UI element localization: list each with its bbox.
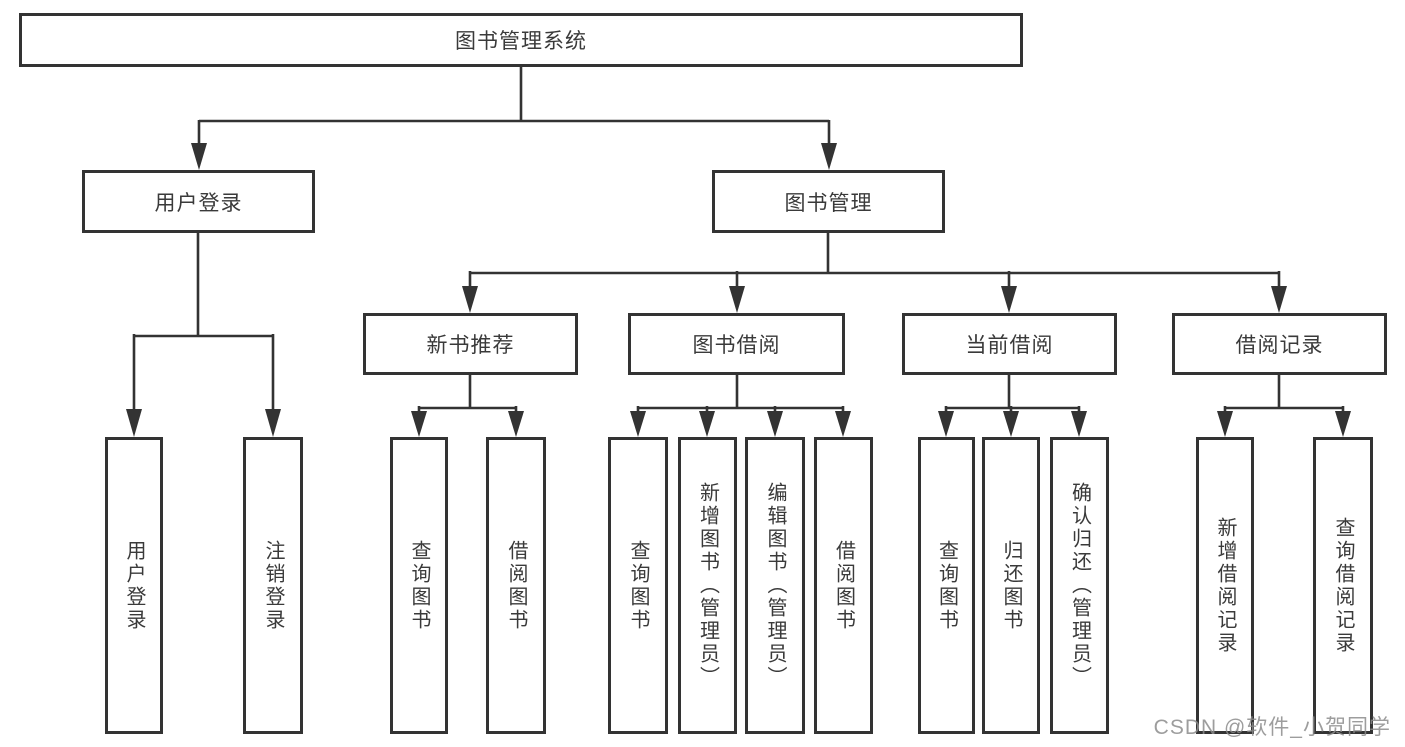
leaf-user-login: 用户登录 bbox=[105, 437, 163, 734]
arrow-icon bbox=[191, 143, 207, 170]
node-borrow-records-label: 借阅记录 bbox=[1235, 334, 1324, 357]
arrow-icon bbox=[729, 286, 745, 313]
leaf-query-books-1: 查询图书 bbox=[390, 437, 448, 734]
node-book-borrow: 图书借阅 bbox=[628, 313, 845, 375]
arrow-icon bbox=[411, 411, 427, 437]
leaf-label: 编辑图书（管理员） bbox=[764, 482, 786, 689]
leaf-edit-books-admin: 编辑图书（管理员） bbox=[745, 437, 805, 734]
node-new-book-recommend-label: 新书推荐 bbox=[426, 334, 515, 357]
arrow-icon bbox=[126, 409, 142, 437]
node-book-management-label: 图书管理 bbox=[784, 191, 873, 215]
leaf-query-books-2: 查询图书 bbox=[608, 437, 668, 734]
node-root: 图书管理系统 bbox=[19, 13, 1023, 67]
leaf-label: 新增借阅记录 bbox=[1214, 516, 1236, 655]
node-current-borrow: 当前借阅 bbox=[902, 313, 1117, 375]
connector-current-borrow bbox=[944, 375, 1081, 415]
arrow-icon bbox=[821, 143, 837, 170]
arrow-icon bbox=[1003, 411, 1019, 437]
arrow-icon bbox=[699, 411, 715, 437]
leaf-label: 查询图书 bbox=[408, 539, 430, 632]
arrow-icon bbox=[462, 286, 478, 313]
leaf-return-books: 归还图书 bbox=[982, 437, 1040, 734]
leaf-borrow-books-2: 借阅图书 bbox=[814, 437, 873, 734]
node-user-login: 用户登录 bbox=[82, 170, 315, 233]
leaf-label: 确认归还（管理员） bbox=[1068, 482, 1091, 689]
connector-book-management bbox=[468, 233, 1281, 290]
leaf-label: 借阅图书 bbox=[505, 539, 527, 632]
node-current-borrow-label: 当前借阅 bbox=[965, 334, 1054, 357]
arrow-icon bbox=[938, 411, 954, 437]
leaf-query-books-3: 查询图书 bbox=[918, 437, 975, 734]
arrow-icon bbox=[767, 411, 783, 437]
node-book-borrow-label: 图书借阅 bbox=[692, 334, 781, 357]
connector-book-borrow bbox=[636, 375, 845, 415]
leaf-logout: 注销登录 bbox=[243, 437, 303, 734]
leaf-label: 查询图书 bbox=[627, 539, 649, 632]
watermark: CSDN @软件_小贺同学 bbox=[1153, 716, 1391, 739]
leaf-label: 注销登录 bbox=[262, 539, 284, 632]
connector-root bbox=[197, 67, 831, 147]
leaf-label: 查询图书 bbox=[935, 539, 958, 632]
leaf-add-borrow-record: 新增借阅记录 bbox=[1196, 437, 1254, 734]
arrow-icon bbox=[1001, 286, 1017, 313]
node-borrow-records: 借阅记录 bbox=[1172, 313, 1387, 375]
leaf-label: 查询借阅记录 bbox=[1332, 516, 1354, 655]
connector-borrow-records bbox=[1223, 375, 1345, 415]
arrow-icon bbox=[265, 409, 281, 437]
arrow-icon bbox=[630, 411, 646, 437]
arrow-icon bbox=[1271, 286, 1287, 313]
arrow-icon bbox=[1335, 411, 1351, 437]
leaf-borrow-books-1: 借阅图书 bbox=[486, 437, 546, 734]
connector-new-book-recommend bbox=[417, 375, 518, 415]
connector-user-login bbox=[132, 233, 275, 413]
node-new-book-recommend: 新书推荐 bbox=[363, 313, 578, 375]
leaf-query-borrow-record: 查询借阅记录 bbox=[1313, 437, 1373, 734]
arrow-icon bbox=[1217, 411, 1233, 437]
leaf-confirm-return-admin: 确认归还（管理员） bbox=[1050, 437, 1109, 734]
node-user-login-label: 用户登录 bbox=[154, 191, 243, 215]
leaf-label: 借阅图书 bbox=[832, 539, 855, 632]
arrow-icon bbox=[1071, 411, 1087, 437]
leaf-add-books-admin: 新增图书（管理员） bbox=[678, 437, 737, 734]
leaf-label: 归还图书 bbox=[1000, 539, 1022, 632]
node-book-management: 图书管理 bbox=[712, 170, 945, 233]
arrow-icon bbox=[508, 411, 524, 437]
leaf-label: 用户登录 bbox=[123, 539, 145, 632]
leaf-label: 新增图书（管理员） bbox=[696, 482, 719, 689]
node-root-label: 图书管理系统 bbox=[455, 30, 587, 53]
arrow-icon bbox=[835, 411, 851, 437]
